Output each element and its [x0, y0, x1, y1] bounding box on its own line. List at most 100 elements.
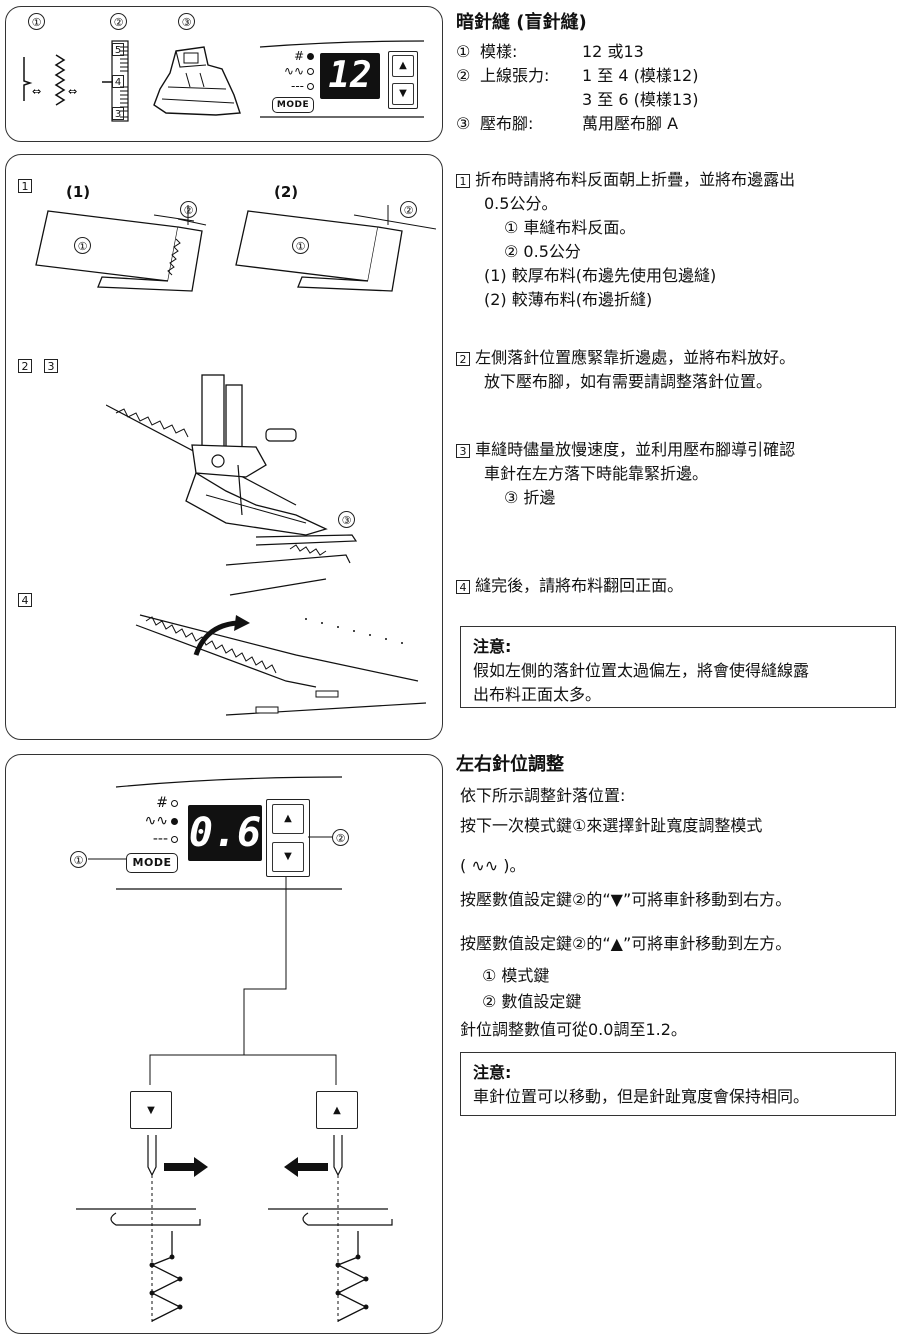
row-num: ② — [456, 66, 471, 85]
circle-1-fig1: ① — [74, 237, 91, 254]
down-key[interactable]: ▼ — [392, 83, 414, 105]
needle-position-display: 0.6 — [188, 805, 262, 861]
note-line: 車針位置可以移動，但是針趾寬度會保持相同。 — [473, 1087, 810, 1106]
setting-row: 3 至 6 (模樣13) — [456, 88, 876, 112]
circle-2-fig1: ② — [180, 201, 197, 218]
indicator-led — [171, 817, 178, 825]
step-num: 2 — [456, 351, 470, 366]
indicator-led — [307, 53, 314, 60]
step-1-sub: ② 0.5公分 — [504, 242, 581, 261]
adjust-text: 依下所示調整針落位置: 按下一次模式鍵①來選擇針趾寬度調整模式 ( ∿∿ )。 … — [460, 784, 890, 1042]
settings-illustration-panel: ① ② ③ ⇔ ⇔ 5 4 3 — [5, 6, 443, 142]
up-key-example: ▲ — [316, 1091, 358, 1129]
blind-stitch-pattern-icon: ⇔ ⇔ — [23, 54, 77, 106]
indicator-led — [307, 68, 314, 75]
row-value: 1 至 4 (模樣12) — [582, 66, 699, 85]
adjust-line: 按壓數值設定鍵②的“▼”可將車針移動到右方。 — [460, 890, 792, 909]
step-1-sub: (1) 較厚布料(布邊先使用包邊縫) — [484, 266, 717, 285]
setting-row: ② 上線張力: 1 至 4 (模樣12) — [456, 64, 876, 88]
setting-row: ③ 壓布腳: 萬用壓布腳 A — [456, 112, 876, 136]
step-1-line: 0.5公分。 — [484, 194, 558, 213]
row-num: ① — [456, 42, 471, 61]
panel-edge-lines — [259, 40, 425, 118]
note-line: 假如左側的落針位置太過偏左，將會使得縫線露 — [473, 661, 810, 680]
fabric-turned-illustration — [135, 614, 426, 716]
step-1-sub: ① 車縫布料反面。 — [504, 218, 636, 237]
down-key[interactable]: ▼ — [272, 842, 304, 872]
adjust-line: 依下所示調整針落位置: — [460, 786, 626, 805]
indicator-length: --- — [264, 79, 314, 93]
mode-button[interactable]: MODE — [272, 97, 314, 113]
step-num: 3 — [456, 443, 470, 458]
down-key-example: ▼ — [130, 1091, 172, 1129]
needle-shift-left-illustration — [268, 1135, 393, 1325]
svg-text:⇔: ⇔ — [32, 85, 41, 98]
step-4-text: 4 縫完後，請將布料翻回正面。 — [456, 574, 886, 598]
step-label-1: 1 — [18, 179, 32, 193]
down-arrow-icon: ▼ — [147, 1104, 155, 1116]
settings-list: ① 模樣: 12 或13 ② 上線張力: 1 至 4 (模樣12) 3 至 6 … — [456, 40, 876, 136]
value-keys-bottom: ▲ ▼ — [266, 799, 310, 877]
indicator-width: ∿∿ — [264, 64, 314, 78]
indicator-sharp: # — [120, 795, 178, 811]
step-label-4: 4 — [18, 593, 32, 607]
figure-label-1: (1) — [66, 183, 91, 201]
needle-adjust-illustration-panel: # ∿∿ --- MODE 0.6 ▲ ▼ ① ② ▼ ▲ — [5, 754, 443, 1334]
step-label-2: 2 — [18, 359, 32, 373]
row-value: 12 或13 — [582, 42, 644, 61]
marker-3: ③ — [178, 13, 195, 30]
up-key[interactable]: ▲ — [272, 804, 304, 834]
indicator-led — [171, 835, 178, 843]
setting-row: ① 模樣: 12 或13 — [456, 40, 876, 64]
marker-2: ② — [110, 13, 127, 30]
circle-3-fold: ③ — [338, 511, 355, 528]
row-value: 3 至 6 (模樣13) — [582, 90, 699, 109]
step-num: 4 — [456, 579, 470, 594]
step-label-3: 3 — [44, 359, 58, 373]
note-title: 注意: — [473, 1063, 512, 1082]
note-title: 注意: — [473, 637, 512, 656]
indicator-led — [307, 83, 314, 90]
pattern-number-display: 12 — [320, 53, 380, 99]
row-num: ③ — [456, 114, 471, 133]
step-2-text: 2 左側落針位置應緊靠折邊處，並將布料放好。 放下壓布腳，如有需要請調整落針位置… — [456, 346, 886, 394]
callout-lines — [88, 836, 337, 1085]
mode-button[interactable]: MODE — [126, 853, 178, 873]
control-display-bottom: # ∿∿ --- MODE 0.6 ▲ ▼ — [114, 775, 344, 891]
caution-note-2: 注意: 車針位置可以移動，但是針趾寬度會保持相同。 — [460, 1052, 896, 1116]
steps-illustration-panel: 1 (1) (2) ① ② ① ② 2 3 ③ 4 — [5, 154, 443, 740]
step-1-sub: (2) 較薄布料(布邊折縫) — [484, 290, 653, 309]
row-label: 模樣: — [480, 42, 518, 61]
needle-adjust-title: 左右針位調整 — [456, 754, 564, 775]
marker-1: ① — [28, 13, 45, 30]
steps-text: 1 折布時請將布料反面朝上折疊，並將布邊露出 0.5公分。 ① 車縫布料反面。 … — [456, 168, 886, 312]
adjust-item: ② 數值設定鍵 — [482, 992, 582, 1011]
control-display-top: # ∿∿ --- MODE 12 ▲ ▼ — [258, 39, 426, 119]
dial-number-5: 5 — [112, 43, 124, 56]
figure-label-2: (2) — [274, 183, 299, 201]
circle-2-keys: ② — [332, 829, 349, 846]
row-label: 壓布腳: — [480, 114, 534, 133]
dial-number-4: 4 — [112, 75, 124, 88]
indicator-led — [171, 799, 178, 807]
presser-foot-sewing-illustration — [106, 374, 358, 596]
up-arrow-icon: ▲ — [333, 1104, 341, 1116]
caution-note-1: 注意: 假如左側的落針位置太過偏左，將會使得縫線露 出布料正面太多。 — [460, 626, 896, 708]
value-keys-top: ▲ ▼ — [388, 51, 418, 109]
step-3-text: 3 車縫時儘量放慢速度，並利用壓布腳導引確認 車針在左方落下時能靠緊折邊。 ③ … — [456, 438, 886, 510]
indicator-width: ∿∿ — [120, 813, 178, 829]
blind-stitch-title: 暗針縫 (盲針縫) — [456, 12, 587, 33]
adjust-line: 按壓數值設定鍵②的“▲”可將車針移動到左方。 — [460, 934, 792, 953]
circle-1-mode: ① — [70, 851, 87, 868]
indicator-length: --- — [120, 831, 178, 847]
row-value: 萬用壓布腳 A — [582, 114, 679, 133]
note-line: 出布料正面太多。 — [473, 685, 602, 704]
adjust-line: 針位調整數值可從0.0調至1.2。 — [460, 1020, 687, 1039]
up-key[interactable]: ▲ — [392, 55, 414, 77]
adjust-item: ① 模式鍵 — [482, 966, 550, 985]
tension-dial: 5 4 3 — [102, 39, 132, 123]
row-label: 上線張力: — [480, 66, 550, 85]
panel-edge-lines — [115, 776, 343, 890]
step-num: 1 — [456, 173, 470, 188]
adjust-line: ( ∿∿ )。 — [460, 856, 526, 875]
